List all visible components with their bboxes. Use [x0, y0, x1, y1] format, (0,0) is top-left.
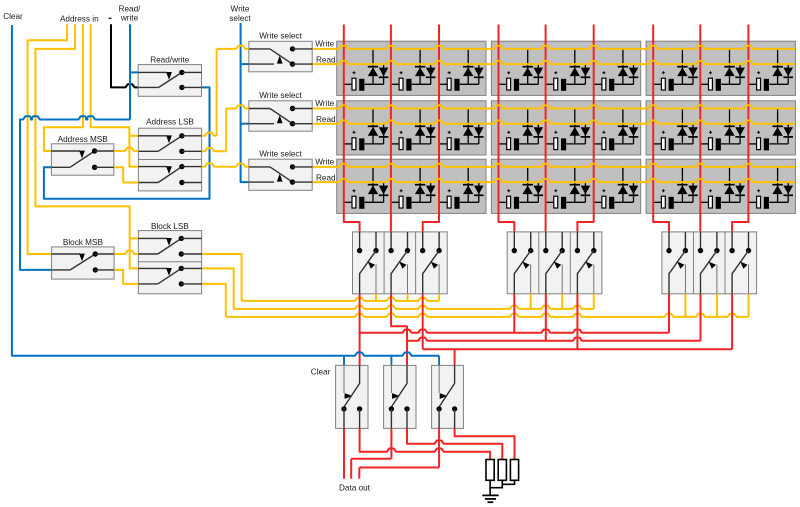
svg-text:Block LSB: Block LSB	[151, 222, 189, 231]
svg-text:Write select: Write select	[259, 150, 302, 159]
svg-text:Address in: Address in	[60, 15, 99, 24]
svg-text:Read: Read	[316, 174, 336, 183]
svg-text:Write: Write	[315, 99, 334, 108]
svg-text:Read: Read	[316, 115, 336, 124]
svg-text:Read/: Read/	[119, 5, 142, 14]
svg-text:Write select: Write select	[259, 91, 302, 100]
svg-text:Write select: Write select	[259, 32, 302, 41]
svg-text:Clear: Clear	[3, 12, 23, 21]
svg-text:Block MSB: Block MSB	[63, 238, 104, 247]
svg-text:Write: Write	[231, 5, 250, 14]
svg-text:write: write	[120, 13, 139, 22]
svg-text:Address LSB: Address LSB	[146, 117, 194, 126]
svg-text:Read/write: Read/write	[150, 55, 190, 64]
svg-text:Read: Read	[316, 56, 336, 65]
svg-text:Write: Write	[315, 157, 334, 166]
svg-text:Data out: Data out	[339, 483, 371, 492]
svg-text:Write: Write	[315, 39, 334, 48]
svg-text:Address MSB: Address MSB	[58, 135, 109, 144]
svg-text:Clear: Clear	[311, 368, 331, 377]
svg-text:select: select	[229, 14, 251, 23]
